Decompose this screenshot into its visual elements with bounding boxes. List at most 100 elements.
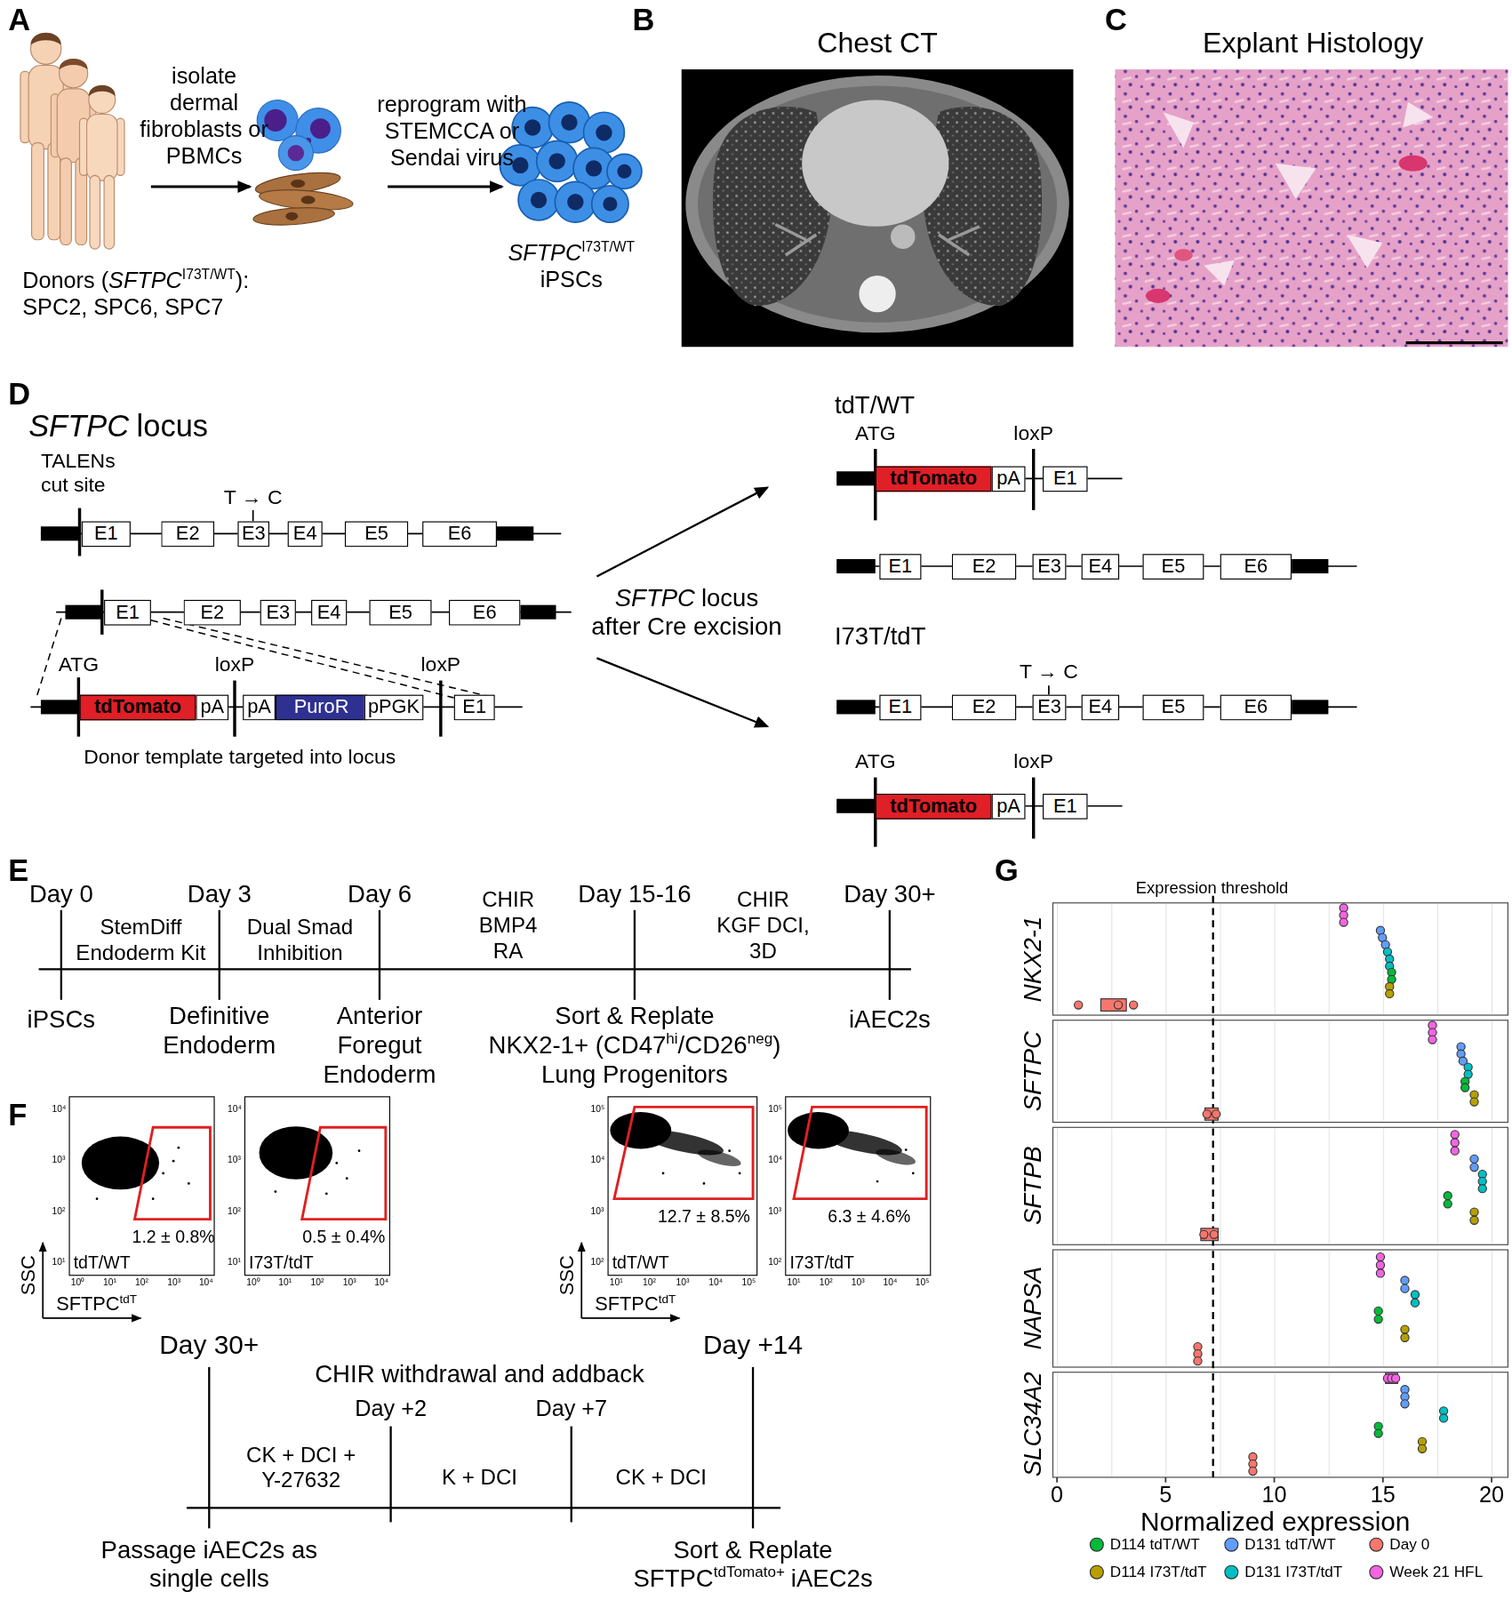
text-line: 10² [310,1277,324,1288]
text-line: F [8,1096,27,1134]
text-line: I73T/tdT [789,1252,855,1273]
text-label: iAEC2s [791,1564,873,1592]
gene-element-box: E1 [104,599,152,625]
element-label: E4 [1088,696,1113,719]
element-label: E1 [94,522,119,545]
text-line: Day +14 [703,1329,803,1361]
text-label: CHIR BMP4 RA [479,888,538,962]
text-label: 10¹ [786,1277,800,1288]
legend-text: Week 21 HFL [1389,1562,1483,1581]
gene-element-box: E4 [288,520,323,547]
text-label: Lung Progenitors [541,1059,728,1088]
gene-element-box: pA [242,694,276,720]
text-line: D [8,375,31,412]
text-label: 10³ [343,1277,357,1288]
text-label: 10⁴ [199,1277,214,1288]
text-label: 10² [819,1277,833,1288]
text-label: loxP [215,653,256,676]
text-label: 10³ [768,1206,782,1216]
text-line: 10² [768,1256,782,1268]
element-label: E2 [200,600,224,624]
text-line: 0 [1050,1481,1064,1509]
text-group: 10¹ [609,1277,624,1288]
text-label: ATG [855,750,896,773]
text-group: 10⁴ [227,1104,242,1115]
text-label: isolate dermal fibroblasts or PBMCs [139,63,269,168]
text-group: I73T/tdT [248,1252,314,1273]
text-line: SFTPClocus [591,584,782,613]
element-label: E2 [176,522,200,545]
text-group: 10 [1262,1481,1288,1509]
text-group: SLC34A2 [1017,1371,1047,1477]
text-group: Day 30+ [843,879,936,908]
gene-element-box: E2 [952,553,1016,580]
text-line: 10⁵ [768,1104,783,1115]
text-group: 10⁵ [915,1277,930,1288]
text-group: I73T/tdT [834,622,927,651]
text-line: SLC34A2 [1017,1371,1047,1477]
text-label: SPC2, SPC6, SPC7 [22,294,224,320]
text-group: NAPSA [1017,1266,1047,1350]
text-line: T → C [224,485,283,510]
text-group: Day 30+ [159,1329,259,1361]
text-label: 10⁴ [52,1104,67,1114]
text-label: 10¹ [278,1277,292,1288]
text-group: 10⁴ [199,1277,214,1288]
text-label: locus [136,408,208,443]
text-label: Sort & Replate [672,1535,832,1563]
gene-element-box: E6 [422,520,497,547]
text-line: StemDiff Endoderm Kit [64,915,217,967]
legend-swatch [1368,1536,1384,1552]
text-label: F [8,1097,27,1132]
text-group: 0 [1050,1481,1064,1509]
text-group: SSC [555,1255,579,1296]
text-line: 10¹ [786,1277,800,1288]
text-label: 6.3 ± 4.6% [827,1207,911,1227]
element-label: E3 [1037,554,1062,577]
element-label: E2 [972,554,997,577]
text-line: Chest CT [816,25,938,60]
text-label: iPSCs [27,1005,96,1033]
text-group: C [1104,1,1128,39]
element-label: tdTomato [889,467,977,490]
text-group: Day 6 [347,879,412,908]
text-line: Donor template targeted into locus [83,744,396,769]
text-line: 6.3 ± 4.6% [827,1207,911,1228]
element-label: E2 [972,696,997,719]
text-label: Sort & Replate [554,1001,714,1030]
text-label: 10⁵ [742,1277,757,1288]
element-label: E5 [1161,696,1186,719]
text-group: TALENs cut site [40,448,133,497]
gene-element-box: E3 [1032,694,1067,720]
gene-element-box: pPGK [363,694,424,720]
text-group: 10¹ [278,1277,292,1288]
text-label: I73T/WT [581,240,635,256]
text-group: tdT/WT [73,1252,131,1273]
text-line: 10³ [851,1277,865,1288]
text-line: Normalized expression [1140,1505,1411,1537]
text-label: Expression threshold [1136,879,1289,897]
text-group: StemDiff Endoderm Kit [64,915,217,967]
element-label: E5 [1161,554,1186,577]
text-line: 10⁴ [882,1277,897,1288]
text-label: T → C [224,485,283,508]
text-label: NKX2-1+ (CD47 [488,1031,666,1059]
text-line: 1.2 ± 0.8% [132,1227,216,1248]
gene-element-box: E1 [454,694,496,720]
text-group: SFTPClocus [28,408,208,445]
text-line: CK + DCI [616,1464,707,1490]
text-line: Day +7 [535,1395,608,1423]
gene-element-box: PuroR [275,694,368,720]
text-line: CK + DCI + Y-27632 [234,1442,368,1494]
text-label: iPSCs [540,266,603,293]
text-label: SFTPC [56,1293,120,1315]
gene-element-box: E3 [237,520,270,547]
text-group: 10⁰ [71,1277,85,1288]
text-label: Chest CT [816,26,938,59]
text-line: Anterior Foregut Endoderm [318,1001,441,1088]
text-line: 15 [1370,1481,1396,1509]
gene-element-box: E3 [1032,553,1067,580]
text-group: Sort & ReplateNKX2-1+ (CD47hi/CD26neg)Lu… [488,1001,781,1088]
text-label: /CD26 [678,1031,748,1059]
text-group: Normalized expression [1140,1505,1411,1537]
